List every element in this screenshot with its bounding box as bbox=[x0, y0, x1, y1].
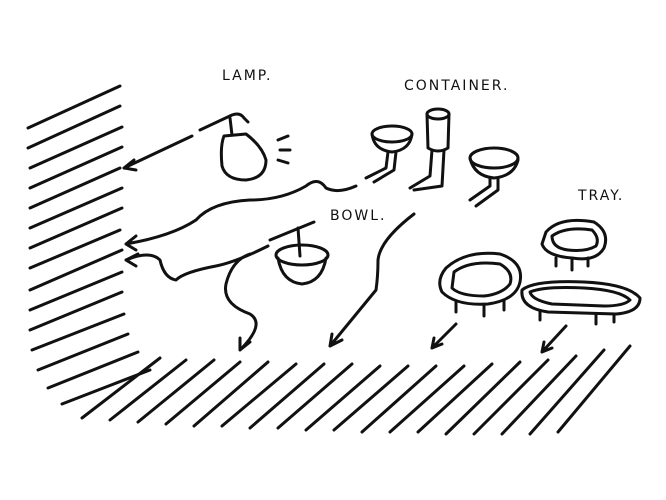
tray-medium-drawing bbox=[438, 251, 523, 318]
bowl-arrow-down bbox=[224, 252, 258, 352]
lamp-arrow bbox=[122, 134, 194, 172]
floor-hatching bbox=[80, 344, 632, 436]
container-arrow-down bbox=[328, 212, 416, 348]
bowl-label: BOWL. bbox=[330, 208, 387, 224]
lamp-label: LAMP. bbox=[222, 68, 273, 84]
tray-large-drawing bbox=[520, 280, 642, 326]
container-bowl-drawing bbox=[468, 146, 520, 208]
container-label: CONTAINER. bbox=[404, 78, 510, 94]
tray-arrow-right bbox=[540, 324, 568, 354]
tray-arrow-left bbox=[430, 322, 458, 350]
tray-label: TRAY. bbox=[578, 188, 625, 204]
left-wall-hatching bbox=[26, 84, 152, 406]
container-goblet-drawing bbox=[364, 124, 414, 184]
container-arrow-left bbox=[124, 180, 358, 252]
tray-small-drawing bbox=[540, 218, 608, 272]
bowl-drawing bbox=[268, 220, 330, 286]
container-vase-drawing bbox=[408, 107, 451, 192]
bowl-arrow-left bbox=[124, 244, 270, 282]
lamp-drawing bbox=[198, 112, 292, 182]
